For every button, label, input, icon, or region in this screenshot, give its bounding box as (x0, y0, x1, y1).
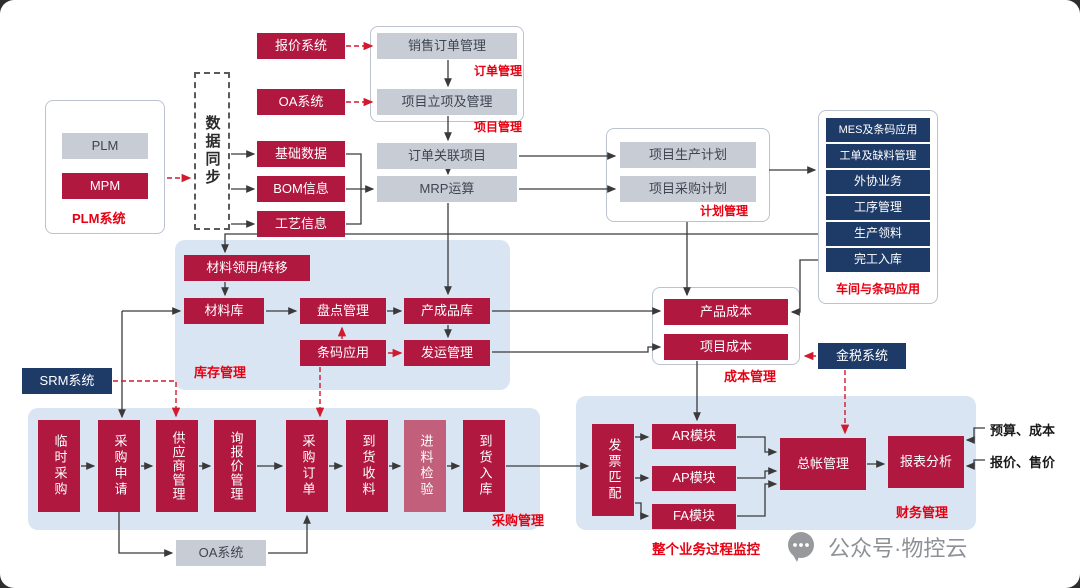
basic-data-node: 基础数据 (257, 141, 345, 167)
stock-check-node: 盘点管理 (300, 298, 386, 324)
ap-module-node: AP模块 (652, 466, 736, 491)
product-cost-node: 产品成本 (664, 299, 788, 325)
plan-panel-label: 计划管理 (700, 204, 749, 218)
plm-panel (45, 100, 165, 234)
project-production-plan-node: 项目生产计划 (620, 142, 756, 168)
general-ledger-node: 总帐管理 (780, 438, 866, 490)
project-purchase-plan-node: 项目采购计划 (620, 176, 756, 202)
purchase-request-node: 采购申请 (98, 420, 140, 512)
finished-goods-store-node: 产成品库 (404, 298, 490, 324)
supplier-mgmt-node: 供应商管理 (156, 420, 198, 512)
mes-barcode-node: MES及条码应用 (826, 118, 930, 142)
order-mgmt-label: 订单管理 (474, 64, 523, 78)
process-mgmt-node: 工序管理 (826, 196, 930, 220)
budget-cost-note: 预算、成本 (990, 423, 1056, 438)
quote-price-note: 报价、售价 (990, 455, 1056, 470)
plm-node: PLM (62, 133, 148, 159)
chat-bubble-icon (784, 530, 820, 564)
bom-info-node: BOM信息 (257, 176, 345, 202)
finance-panel-label: 财务管理 (896, 505, 949, 520)
purchase-order-node: 采购订单 (286, 420, 328, 512)
oa-system-bottom-node: OA系统 (176, 540, 266, 566)
quote-system-node: 报价系统 (257, 33, 345, 59)
sales-order-mgmt-node: 销售订单管理 (377, 33, 517, 59)
inventory-panel-label: 库存管理 (194, 365, 247, 380)
watermark-text: 公众号·物控云 (828, 536, 968, 561)
report-analysis-node: 报表分析 (888, 436, 964, 488)
rfq-mgmt-node: 询报价管理 (214, 420, 256, 512)
production-picking-node: 生产领料 (826, 222, 930, 246)
completion-instock-node: 完工入库 (826, 248, 930, 272)
invoice-match-node: 发票匹配 (592, 424, 634, 516)
outsourcing-node: 外协业务 (826, 170, 930, 194)
srm-system-node: SRM系统 (22, 368, 112, 394)
ar-module-node: AR模块 (652, 424, 736, 449)
project-setup-node: 项目立项及管理 (377, 89, 517, 115)
cost-panel-label: 成本管理 (724, 369, 777, 384)
material-transfer-node: 材料领用/转移 (184, 255, 310, 281)
incoming-inspection-node: 进料检验 (404, 420, 446, 512)
project-mgmt-label: 项目管理 (474, 120, 523, 134)
mrp-run-node: MRP运算 (377, 176, 517, 202)
shipping-mgmt-node: 发运管理 (404, 340, 490, 366)
material-store-node: 材料库 (184, 298, 264, 324)
temp-purchase-node: 临时采购 (38, 420, 80, 512)
process-monitor-label: 整个业务过程监控 (652, 542, 760, 557)
goods-receipt-node: 到货收料 (346, 420, 388, 512)
arrival-instock-node: 到货入库 (463, 420, 505, 512)
order-link-project-node: 订单关联项目 (377, 143, 517, 169)
mpm-node: MPM (62, 173, 148, 199)
fa-module-node: FA模块 (652, 504, 736, 529)
watermark: 公众号·物控云 (784, 530, 967, 564)
data-sync-node: 数据同步 (194, 72, 230, 230)
plm-panel-label: PLM系统 (72, 211, 126, 226)
oa-system-top-node: OA系统 (257, 89, 345, 115)
purchase-panel-label: 采购管理 (492, 513, 545, 528)
workorder-shortage-node: 工单及缺料管理 (826, 144, 930, 168)
project-cost-node: 项目成本 (664, 334, 788, 360)
golden-tax-system-node: 金税系统 (818, 343, 906, 369)
workshop-panel-label: 车间与条码应用 (835, 282, 920, 296)
craft-info-node: 工艺信息 (257, 211, 345, 237)
barcode-app-node: 条码应用 (300, 340, 386, 366)
